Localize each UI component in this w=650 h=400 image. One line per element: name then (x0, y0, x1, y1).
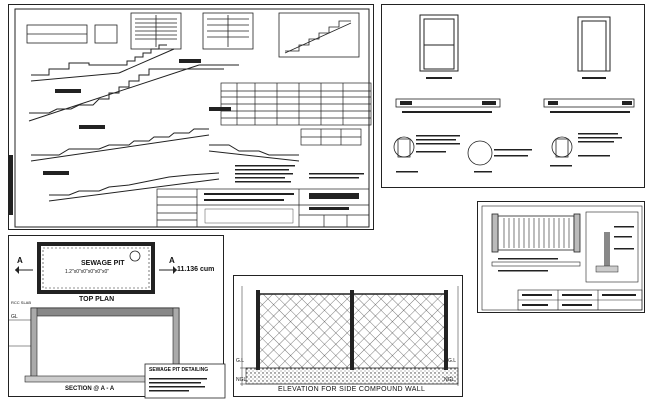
section-title: SECTION @ A - A (65, 386, 115, 392)
gate-detail-sheet (477, 201, 645, 313)
gl-right-label: G.L (448, 358, 457, 364)
sewage-pit-subtitle: 1.2"x0"x0"x0"x0"x0" (65, 269, 110, 275)
notes-title: SEWAGE PIT DETAILING (149, 367, 209, 373)
gate-drawing (481, 205, 643, 311)
ngl-left-label: NGL (236, 377, 247, 383)
ngl-right-label: NGL (444, 377, 455, 383)
top-plan-label: TOP PLAN (79, 296, 115, 303)
section-marker-left: A (17, 256, 23, 265)
sewage-pit-drawing (9, 242, 226, 399)
schedule-table (220, 82, 372, 126)
compound-wall-sheet: G.L G.L NGL NGL ELEVATION FOR SIDE COMPO… (233, 275, 463, 397)
title-block (156, 188, 370, 228)
door-drawing (393, 14, 635, 173)
gl-label: GL (11, 314, 18, 320)
door-detail-sheet (381, 4, 645, 188)
rcc-slab-label: RCC SLAB (11, 300, 32, 305)
stair-plan-2 (202, 12, 254, 50)
staircase-detail-sheet (8, 4, 374, 230)
section-marker-right: A (169, 256, 175, 265)
gl-left-label: G.L (236, 358, 245, 364)
compound-wall-drawing (240, 286, 459, 386)
stair-plan-1 (130, 12, 182, 50)
sewage-pit-sheet: A A SEWAGE PIT 1.2"x0"x0"x0"x0"x0" 11.13… (8, 235, 226, 399)
sewage-pit-title: SEWAGE PIT (81, 260, 125, 267)
fence-caption: ELEVATION FOR SIDE COMPOUND WALL (278, 386, 426, 393)
staircase-drawing (9, 8, 372, 228)
small-table (300, 128, 362, 146)
sewage-pit-volume: 11.136 cum (177, 266, 215, 273)
